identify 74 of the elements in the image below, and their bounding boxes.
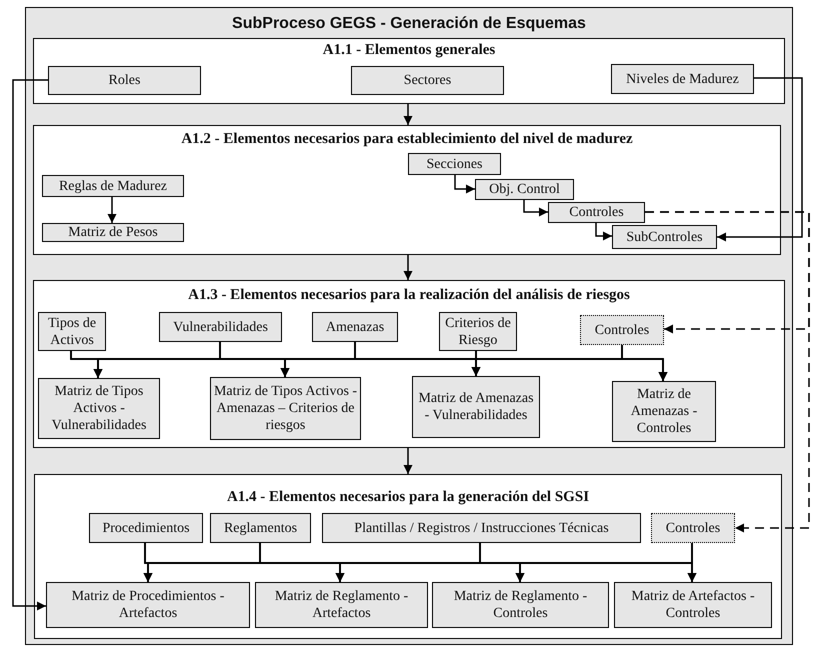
box-label: Matriz de Amenazas - Controles (630, 386, 698, 437)
arrow (404, 104, 412, 125)
reference-box (580, 315, 664, 345)
arrow (717, 77, 803, 242)
arrow (688, 543, 696, 582)
box-label: Controles (664, 520, 722, 536)
box-label: Matriz de Pesos (67, 224, 159, 241)
process-box (351, 66, 504, 95)
process-box (412, 376, 540, 438)
box-label: Niveles de Madurez (625, 70, 740, 88)
box-label: Matriz de Procedimientos - Artefactos (70, 588, 226, 622)
box-label: Matriz de Reglamento - Artefactos (274, 588, 410, 622)
process-frame (25, 7, 793, 645)
box-label: Sectores (402, 72, 452, 89)
arrow (404, 448, 412, 474)
process-box (159, 312, 282, 342)
box-label: SubControles (625, 228, 704, 246)
process-box (548, 202, 645, 223)
process-box (614, 582, 772, 628)
box-label: Amenazas (324, 318, 386, 336)
process-box (38, 312, 106, 351)
process-box (255, 582, 428, 628)
process-box (89, 513, 203, 543)
box-label: Controles (594, 322, 650, 338)
box-label: Secciones (426, 156, 484, 172)
arrow (595, 223, 612, 240)
section-panel (34, 474, 782, 639)
process-box (408, 153, 501, 175)
process-box (48, 66, 201, 95)
process-box (322, 513, 641, 543)
box-label: Matriz de Tipos Activos - Vulnerabilidades (50, 383, 148, 434)
frame-label: SubProceso GEGS - Generación de Esquemas (231, 15, 587, 33)
section-title: A1.1 - Elementos generales (322, 42, 496, 59)
box-label: Matriz de Amenazas - Vulnerabilidades (417, 390, 535, 424)
process-box (42, 175, 184, 197)
process-box (42, 223, 184, 242)
process-box (210, 513, 311, 543)
process-box (38, 378, 160, 439)
box-label: Procedimientos (101, 520, 191, 536)
section-panel (33, 125, 781, 255)
box-label: Plantillas / Registros / Instrucciones Técnicas (353, 520, 610, 536)
section-title: A1.3 - Elementos necesarios para la realización del análisis de riesgos (187, 287, 631, 304)
box-label: Controles (568, 204, 625, 221)
arrow (454, 175, 475, 194)
section-panel (33, 280, 785, 448)
reference-box (651, 513, 735, 543)
arrow (12, 79, 48, 610)
section-title: A1.2 - Elementos necesarios para establecimiento del nivel de madurez (180, 131, 634, 148)
process-box (439, 312, 517, 351)
box-label: Matriz de Tipos Activos - Amenazas – Criterios de riesgos (212, 383, 358, 434)
process-box (612, 381, 716, 442)
box-label: Tipos de Activos (46, 314, 98, 348)
arrow (108, 197, 116, 223)
process-box (312, 312, 398, 342)
process-box (611, 64, 754, 94)
arrow (621, 345, 668, 381)
arrow (523, 200, 548, 216)
process-box (210, 377, 361, 440)
process-box (612, 225, 717, 249)
process-box (475, 179, 574, 200)
box-label: Vulnerabilidades (172, 318, 269, 336)
box-label: Roles (108, 72, 142, 89)
box-label: Criterios de Riesgo (444, 314, 512, 348)
arrow (645, 211, 810, 532)
box-label: Matriz de Reglamento - Controles (452, 588, 588, 622)
section-panel (33, 38, 785, 104)
box-label: Matriz de Artefactos - Controles (630, 588, 756, 622)
arrow (404, 255, 412, 280)
box-label: Reglamentos (222, 520, 298, 536)
box-label: Obj. Control (488, 181, 561, 198)
process-box (432, 582, 609, 628)
process-box (46, 582, 250, 628)
section-title: A1.4 - Elementos necesarios para la generación del SGSI (226, 489, 590, 506)
box-label: Reglas de Madurez (58, 178, 168, 194)
